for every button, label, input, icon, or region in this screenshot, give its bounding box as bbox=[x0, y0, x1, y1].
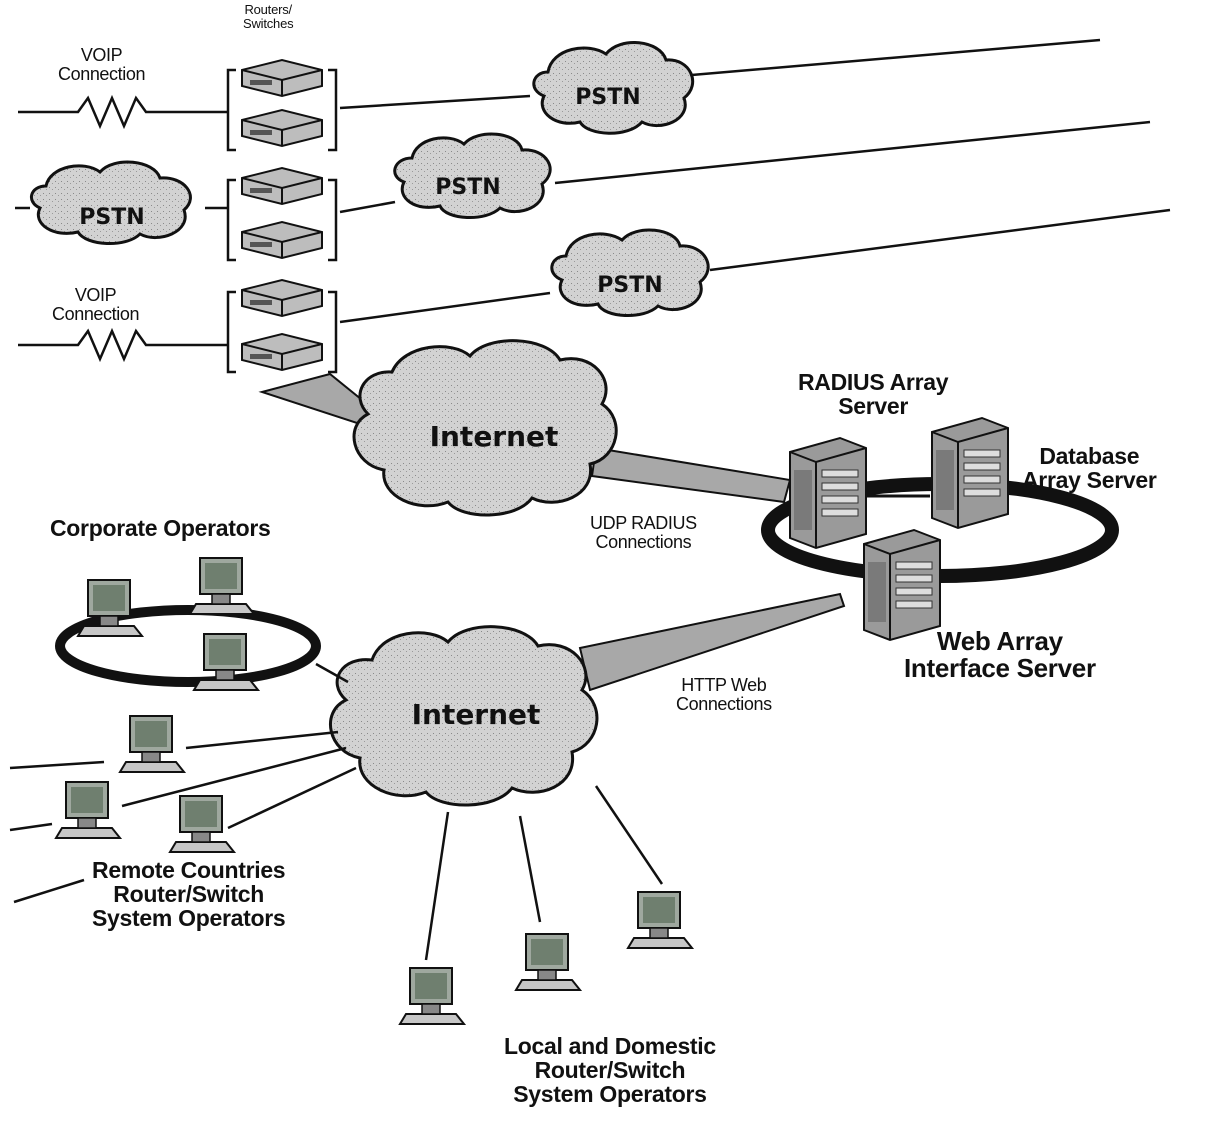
radius-server-label: RADIUS Array Server bbox=[798, 369, 949, 420]
http-web-label: HTTP Web Connections bbox=[676, 676, 772, 714]
database-server-label: Database Array Server bbox=[1022, 444, 1157, 492]
internet-label: Internet bbox=[412, 698, 541, 731]
udp-radius-link bbox=[590, 446, 792, 504]
remote-pc-icon bbox=[169, 795, 235, 853]
local-pc-icon bbox=[399, 967, 465, 1025]
pstn-label: PSTN bbox=[435, 175, 500, 200]
radius-server-icon bbox=[789, 437, 867, 549]
web-server-label: Web Array Interface Server bbox=[904, 626, 1096, 684]
label-line: Connection bbox=[52, 303, 140, 324]
label-line: Interface Server bbox=[904, 653, 1096, 684]
local-pc-icon bbox=[515, 933, 581, 991]
label-line: Local and Domestic bbox=[504, 1033, 716, 1059]
label-line: VOIP bbox=[74, 285, 117, 305]
corporate-pc-icon bbox=[193, 633, 259, 691]
internet-cloud-top: Internet bbox=[352, 339, 618, 517]
label-line: Remote Countries bbox=[92, 857, 286, 883]
routers-switches-label: Routers/ Switches bbox=[243, 2, 294, 31]
udp-radius-label: UDP RADIUS Connections bbox=[590, 514, 697, 552]
internet-cloud-bottom: Internet bbox=[329, 625, 599, 807]
pstn-label: PSTN bbox=[575, 85, 640, 110]
label-line: Switches bbox=[243, 15, 294, 31]
router-icon bbox=[241, 109, 323, 147]
router-icon bbox=[241, 221, 323, 259]
pstn-cloud: PSTN bbox=[532, 41, 695, 135]
label-line: RADIUS Array bbox=[798, 369, 949, 395]
remote-pc-icon bbox=[119, 715, 185, 773]
voip-connection-top bbox=[18, 94, 228, 130]
trunk-lines bbox=[339, 38, 1171, 324]
router-switch-stack bbox=[226, 59, 338, 374]
router-icon bbox=[241, 333, 323, 371]
voip-connection-label-top: VOIP Connection bbox=[58, 46, 145, 84]
pstn-cloud: PSTN bbox=[30, 160, 192, 246]
corporate-operators-label: Corporate Operators bbox=[50, 515, 271, 541]
label-line: Connections bbox=[595, 531, 692, 552]
label-line: Connections bbox=[676, 693, 772, 714]
label-line: Database bbox=[1039, 443, 1140, 469]
label-line: Router/Switch bbox=[113, 881, 265, 908]
remote-links bbox=[9, 730, 357, 904]
label-line: Routers/ bbox=[244, 2, 292, 17]
label-line: VOIP bbox=[80, 45, 123, 65]
voip-connection-label-bottom: VOIP Connection bbox=[52, 286, 139, 324]
pstn-label: PSTN bbox=[597, 273, 662, 298]
label-line: Array Server bbox=[1022, 467, 1157, 494]
pstn-cloud: PSTN bbox=[393, 132, 552, 220]
web-server-icon bbox=[863, 529, 941, 641]
corporate-pc-icon bbox=[77, 579, 143, 637]
label-line: Web Array bbox=[936, 626, 1063, 656]
internet-label: Internet bbox=[430, 420, 559, 453]
voip-connection-bottom bbox=[18, 327, 228, 363]
pstn-label: PSTN bbox=[79, 205, 144, 230]
remote-pc-icon bbox=[55, 781, 121, 839]
local-pc-icon bbox=[627, 891, 693, 949]
label-line: Server bbox=[838, 393, 909, 420]
local-links bbox=[424, 785, 664, 961]
corporate-ring bbox=[55, 605, 349, 687]
label-line: System Operators bbox=[513, 1081, 707, 1108]
router-brackets bbox=[226, 68, 338, 374]
local-operators-label: Local and Domestic Router/Switch System … bbox=[504, 1033, 716, 1108]
router-icon bbox=[241, 167, 323, 205]
label-line: Router/Switch bbox=[534, 1057, 686, 1084]
label-line: UDP RADIUS bbox=[590, 513, 697, 533]
database-server-icon bbox=[931, 417, 1009, 529]
label-line: HTTP Web bbox=[681, 675, 767, 695]
remote-operators-label: Remote Countries Router/Switch System Op… bbox=[92, 857, 286, 932]
pstn-cloud: PSTN bbox=[550, 228, 710, 318]
router-icon bbox=[241, 279, 323, 317]
router-internet-link bbox=[258, 372, 374, 426]
corporate-pc-icon bbox=[189, 557, 255, 615]
label-line: System Operators bbox=[92, 905, 286, 932]
label-line: Connection bbox=[58, 63, 146, 84]
router-icon bbox=[241, 59, 323, 97]
